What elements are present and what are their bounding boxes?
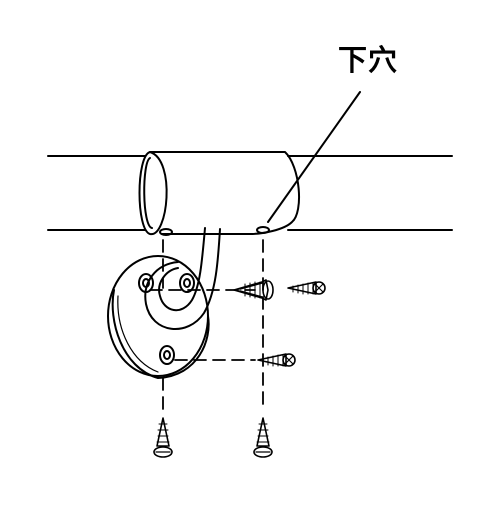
plate-hole-2 <box>179 273 195 293</box>
guide-lines <box>149 239 264 411</box>
plate-hole-1 <box>138 273 154 293</box>
screw-horizontal-2 <box>287 281 326 295</box>
screw-vertical-right <box>253 417 273 458</box>
pilot-hole-label: 下穴 <box>338 43 399 77</box>
handrail-bar <box>47 155 453 231</box>
plate-hole-3 <box>159 345 175 365</box>
screw-horizontal-3 <box>257 353 296 367</box>
bracket-sleeve <box>138 151 301 236</box>
screw-vertical-left <box>153 417 173 458</box>
sleeve-screw-hole-right <box>256 226 270 234</box>
callout-leader-line <box>267 91 361 223</box>
sleeve-screw-hole-left <box>159 228 173 236</box>
screw-horizontal-1 <box>233 279 274 301</box>
wall-base-plate <box>107 255 210 379</box>
